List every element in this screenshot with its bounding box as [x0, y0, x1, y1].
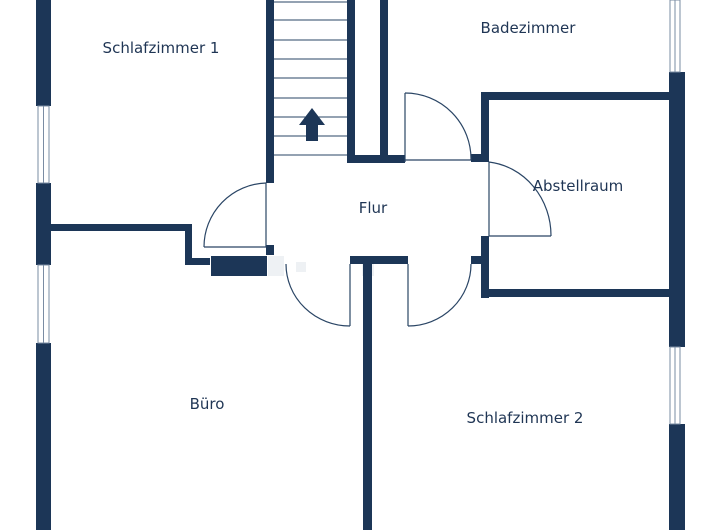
wall-abstell-top [481, 92, 669, 100]
room-label-badezimmer: Badezimmer [481, 19, 577, 37]
door-schlafzimmer1 [203, 182, 267, 248]
wall-sz1-buero [51, 224, 191, 231]
wall-left-mid [36, 183, 51, 265]
door-schlafzimmer2 [407, 263, 472, 327]
room-label-schlafzimmer1: Schlafzimmer 1 [103, 39, 220, 57]
windows [37, 0, 681, 425]
wall-left-bottom [36, 343, 51, 530]
room-label-buero: Büro [190, 395, 225, 413]
door-abstellraum [488, 161, 552, 237]
wall-right-bottom [669, 424, 685, 530]
wall-shaft-right [380, 0, 388, 162]
wall-abstell-bottom [481, 289, 669, 297]
wall-stair-right [347, 0, 355, 162]
wall-flur-bottom [350, 256, 408, 264]
wall-shaft-bottom [347, 155, 405, 163]
wall-abstell-left-top [481, 92, 489, 162]
door-buero [285, 263, 351, 327]
interior-walls [51, 0, 669, 530]
room-label-abstellraum: Abstellraum [533, 177, 624, 195]
wall-stair-left [266, 0, 274, 183]
wall-right-mid [669, 72, 685, 347]
arrow-up-icon [299, 108, 325, 141]
wall-abstell-left-bottom [481, 236, 489, 298]
room-label-schlafzimmer2: Schlafzimmer 2 [467, 409, 584, 427]
door-badezimmer [404, 92, 472, 162]
room-labels: Schlafzimmer 1 Badezimmer Abstellraum Fl… [103, 19, 624, 427]
room-label-flur: Flur [359, 199, 388, 217]
doors [203, 92, 552, 327]
wall-buero-sz2 [363, 256, 372, 530]
outer-walls [36, 0, 685, 530]
wall-left-top [36, 0, 51, 106]
